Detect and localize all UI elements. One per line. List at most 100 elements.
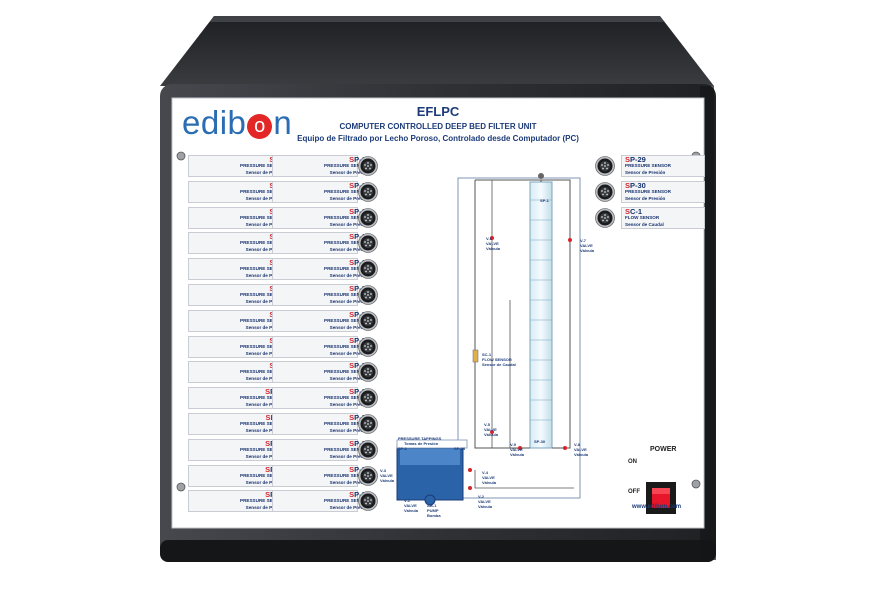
sensor-type-es: Sensor de Presión: [245, 428, 286, 433]
connector-socket[interactable]: [358, 414, 378, 434]
connector-socket[interactable]: [595, 156, 615, 176]
sensor-type-en: PRESSURE SENSOR: [324, 188, 370, 194]
model-code: EFLPC: [416, 104, 460, 119]
connector-socket[interactable]: [358, 259, 378, 279]
connector-socket[interactable]: [358, 362, 378, 383]
label-v8: V-8: [574, 442, 581, 447]
process-diagram: [396, 173, 581, 506]
sensor-code-prefix: S: [269, 232, 274, 241]
connector-socket[interactable]: [358, 181, 378, 202]
label-v9-valve: VALVE: [510, 447, 523, 452]
connector-socket[interactable]: [358, 465, 378, 486]
sensor-type-es: Sensor de Presión: [625, 195, 666, 201]
sensor-type-en: PRESSURE SENSOR: [324, 343, 370, 349]
sensor-code-prefix: S: [625, 180, 631, 190]
sensor-type-es: Sensor de Presión: [245, 273, 286, 279]
label-sp28: SP-28: [454, 446, 466, 451]
label-v1-valve: VALVE: [404, 503, 417, 508]
sensor-code-prefix: S: [349, 232, 355, 242]
unit-title-en: COMPUTER CONTROLLED DEEP BED FILTER UNIT: [339, 122, 537, 131]
sensor-code-prefix: S: [265, 490, 271, 500]
power-off-label: OFF: [628, 489, 640, 495]
sensor-type-es: Sensor de Presión: [329, 402, 370, 408]
sensor-type-en: FLOW SENSOR: [625, 214, 660, 220]
label-ab1: AB-1: [427, 503, 437, 508]
label-v7: V-7: [580, 238, 587, 243]
sensor-type-es: Sensor de Presión: [329, 324, 370, 330]
sensor-label-plate: [272, 258, 358, 281]
sensor-type-es: Sensor de Presión: [245, 170, 286, 175]
sensor-type-en: PRESSURE SENSOR: [240, 421, 286, 426]
sensor-code-prefix: S: [349, 284, 355, 293]
sensor-code-prefix: S: [265, 387, 271, 397]
sensor-code-prefix: S: [269, 361, 274, 370]
label-sp1: SP-1: [540, 198, 550, 203]
sensor-code-prefix: S: [269, 284, 274, 293]
sensor-type-en: PRESSURE SENSOR: [324, 472, 370, 478]
sensor-type-en: PRESSURE SENSOR: [240, 188, 286, 194]
connector-socket[interactable]: [358, 285, 378, 305]
sensor-type-es: Sensor de Presión: [245, 350, 286, 356]
sensor-type-es: Sensor de Presión: [245, 299, 286, 304]
sensor-type-es: Sensor de Presión: [329, 221, 370, 227]
sensor-type-es: Sensor de Caudal: [625, 221, 664, 227]
unit-title-es: Equipo de Filtrado por Lecho Poroso, Con…: [297, 134, 579, 143]
sensor-type-es: Sensor de Presión: [245, 402, 286, 408]
sensor-label-plate: [272, 232, 358, 255]
sensor-label-plate: [272, 464, 358, 487]
connector-socket[interactable]: [358, 233, 378, 254]
label-v2: V-2: [478, 494, 485, 499]
connector-socket[interactable]: [358, 388, 378, 408]
sensor-code-prefix: S: [349, 309, 355, 319]
connector-socket[interactable]: [358, 156, 378, 176]
label-pump: PUMP: [427, 508, 439, 513]
sensor-code-prefix: S: [349, 155, 355, 164]
connector-socket[interactable]: [595, 181, 615, 202]
label-v4-valve: VALVE: [482, 475, 495, 480]
sensor-code-rest: P-30: [630, 180, 646, 190]
connector-socket[interactable]: [358, 310, 378, 331]
sensor-type-es: Sensor de Presión: [245, 453, 286, 459]
power-on-label: ON: [628, 459, 637, 465]
label-v2-valve: VALVE: [478, 499, 491, 504]
sensor-type-en: PRESSURE SENSOR: [240, 395, 286, 401]
sensor-label-plate: [272, 361, 358, 384]
sensor-type-en: PRESSURE SENSOR: [324, 498, 370, 504]
sensor-type-es: Sensor de Presión: [329, 195, 370, 201]
sensor-label-plate: [621, 206, 705, 229]
sensor-type-es: Sensor de Presión: [329, 376, 370, 382]
sensor-type-es: Sensor de Presión: [245, 247, 286, 253]
sensor-label-plate: [272, 335, 358, 358]
sensor-code-rest: P-29: [630, 155, 646, 164]
sensor-type-en: PRESSURE SENSOR: [240, 369, 286, 375]
label-v9: V-9: [510, 442, 517, 447]
sensor-code-prefix: S: [265, 464, 271, 474]
label-v3: V-3: [380, 468, 387, 473]
sensor-type-es: Sensor de Presión: [329, 299, 370, 304]
sensor-label-plate: [272, 206, 358, 229]
sensor-type-es: Sensor de Presión: [245, 376, 286, 382]
sensor-type-en: PRESSURE SENSOR: [324, 292, 370, 297]
connector-socket[interactable]: [358, 491, 378, 512]
sensor-code-prefix: S: [349, 335, 355, 345]
sensor-label-plate: [272, 413, 358, 435]
connector-socket[interactable]: [595, 207, 615, 228]
sensor-type-en: PRESSURE SENSOR: [240, 498, 286, 504]
sensor-type-en: PRESSURE SENSOR: [324, 369, 370, 375]
label-flow-sensor: FLOW SENSOR: [482, 357, 512, 362]
connector-socket[interactable]: [358, 439, 378, 460]
connector-socket[interactable]: [358, 336, 378, 357]
sensor-label-plate: [621, 180, 705, 203]
connector-socket[interactable]: [358, 207, 378, 228]
sensor-code-prefix: S: [265, 438, 271, 448]
label-v8-valve: VALVE: [574, 447, 587, 452]
sensor-code-prefix: S: [349, 361, 355, 371]
sensor-code: SP-29: [625, 155, 646, 164]
